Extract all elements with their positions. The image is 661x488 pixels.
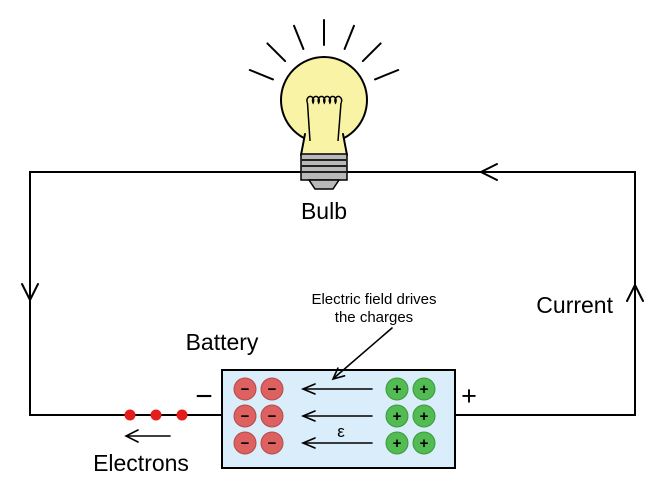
current-arrow-down-icon [21, 283, 39, 303]
svg-text:+: + [393, 408, 402, 425]
bulb-neck [301, 133, 347, 155]
current-arrow-up-icon [626, 282, 644, 302]
svg-text:+: + [420, 435, 429, 452]
svg-text:−: − [241, 435, 250, 452]
negative-terminal-label: − [195, 380, 213, 413]
bulb-label: Bulb [301, 198, 347, 224]
negative-charge-icon [233, 377, 257, 401]
battery-label: Battery [186, 329, 259, 355]
field-arrows [300, 383, 373, 449]
svg-text:+: + [393, 435, 402, 452]
electron-dot-icon [124, 409, 136, 421]
positive-charge-icon [412, 377, 436, 401]
bulb-base-icon [300, 153, 348, 190]
positive-charges: + + + + + + [385, 377, 436, 455]
negative-charge-icon [233, 431, 257, 455]
positive-charge-icon [385, 431, 409, 455]
electron-arrow-icon [124, 429, 171, 443]
svg-text:+: + [420, 408, 429, 425]
negative-charge-icon [233, 404, 257, 428]
positive-charge-icon [385, 404, 409, 428]
negative-charge-icon [260, 404, 284, 428]
positive-charge-icon [385, 377, 409, 401]
svg-text:−: − [268, 408, 277, 425]
field-note-line2: the charges [335, 309, 413, 326]
current-label: Current [536, 292, 613, 318]
negative-charge-icon [260, 431, 284, 455]
positive-charge-icon [412, 431, 436, 455]
electron-dots [124, 409, 188, 421]
negative-charges: − − − − − − [233, 377, 284, 455]
svg-text:−: − [241, 381, 250, 398]
annotation-arrow-icon [331, 327, 393, 381]
field-note-line1: Electric field drives [311, 291, 436, 308]
positive-charge-icon [412, 404, 436, 428]
emf-label: ε [337, 422, 345, 441]
current-arrow-top-left-icon [478, 163, 498, 181]
positive-terminal-label: + [461, 381, 477, 411]
electrons-label: Electrons [93, 450, 189, 476]
svg-text:−: − [241, 408, 250, 425]
electron-dot-icon [176, 409, 188, 421]
bulb-rays-icon [248, 19, 400, 81]
bulb-icon [248, 19, 400, 190]
svg-text:−: − [268, 435, 277, 452]
filament-icon [306, 95, 343, 105]
svg-text:+: + [393, 381, 402, 398]
svg-text:+: + [420, 381, 429, 398]
svg-text:−: − [268, 381, 277, 398]
electron-dot-icon [150, 409, 162, 421]
negative-charge-icon [260, 377, 284, 401]
